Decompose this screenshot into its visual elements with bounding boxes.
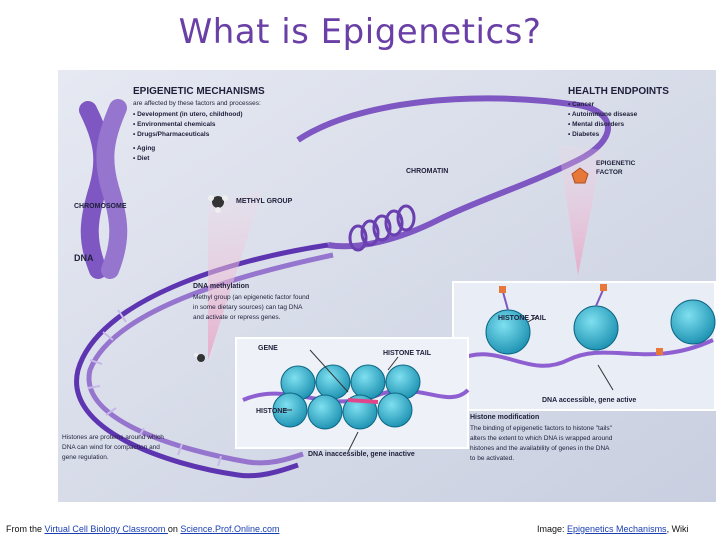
health-heading: HEALTH ENDPOINTS (568, 86, 669, 97)
source-prefix: From the (6, 524, 45, 534)
dna-inaccessible-label: DNA inaccessible, gene inactive (308, 451, 415, 458)
image-credit-prefix: Image: (537, 524, 568, 534)
mechanisms-intro: are affected by these factors and proces… (133, 100, 261, 107)
epigenetics-mechanisms-link[interactable]: Epigenetics Mechanisms (567, 524, 667, 534)
virtual-classroom-link[interactable]: Virtual Cell Biology Classroom (44, 524, 168, 534)
histone-mod-heading: Histone modification (470, 414, 539, 421)
histone-mod-line-4: to be activated. (470, 455, 514, 462)
gene-label: GENE (258, 345, 278, 352)
chromosome-label: CHROMOSOME (74, 203, 127, 210)
health-item-3: • Mental disorders (568, 121, 624, 128)
source-mid: on (167, 524, 181, 534)
histones-note-line-2: DNA can wind for compaction and (62, 444, 160, 451)
health-item-1: • Cancer (568, 101, 595, 108)
chromosome-shape (79, 99, 128, 279)
mechanisms-heading: EPIGENETIC MECHANISMS (133, 86, 265, 97)
epigenetics-figure: EPIGENETIC MECHANISMS are affected by th… (58, 70, 716, 502)
scienceprofonline-link[interactable]: Science.Prof.Online.com (180, 524, 280, 534)
histone-tail-label-right: HISTONE TAIL (498, 315, 547, 322)
image-credit-suffix: , Wiki (666, 524, 689, 534)
mechanism-item-2: • Environmental chemicals (133, 121, 216, 128)
histone-modification-panel (452, 281, 716, 411)
epigenetics-illustration: EPIGENETIC MECHANISMS are affected by th… (58, 70, 716, 502)
health-item-2: • Autoimmune disease (568, 111, 638, 118)
dna-methylation-line-2: in some dietary sources) can tag DNA (193, 304, 303, 311)
image-credit: Image: Epigenetics Mechanisms, Wiki (537, 524, 689, 534)
methyl-group-icon (208, 195, 228, 213)
histones-note-line-3: gene regulation. (62, 454, 109, 461)
methylation-cone (208, 190, 263, 360)
slide-title: What is Epigenetics? (178, 12, 542, 52)
dna-methylation-line-1: Methyl group (an epigenetic factor found (193, 294, 310, 301)
dna-methylation-line-3: and activate or repress genes. (193, 314, 281, 321)
mechanism-item-3: • Drugs/Pharmaceuticals (133, 131, 210, 138)
chromatin-coil (348, 204, 416, 252)
epigenetic-factor-label-1: EPIGENETIC (596, 160, 636, 167)
histone-panel (235, 337, 470, 453)
methyl-group-label: METHYL GROUP (236, 198, 293, 205)
dna-label: DNA (74, 253, 94, 263)
histone-mod-line-2: alters the extent to which DNA is wrappe… (470, 435, 613, 442)
histones-note-line-1: Histones are proteins around which (62, 434, 164, 441)
source-credit: From the Virtual Cell Biology Classroom … (6, 524, 279, 534)
epigenetic-factor-icon (571, 167, 589, 184)
epigenetic-factor-cone (558, 145, 603, 275)
dna-accessible-label: DNA accessible, gene active (542, 397, 636, 404)
histone-mod-line-3: histones and the availability of genes i… (470, 445, 610, 452)
dna-rungs (87, 309, 222, 467)
health-item-4: • Diabetes (568, 131, 600, 138)
methyl-on-dna-icon (194, 353, 205, 362)
mechanism-item-4: • Aging (133, 145, 155, 152)
epigenetic-factor-label-2: FACTOR (596, 169, 623, 176)
histone-label: HISTONE (256, 408, 287, 415)
mechanism-item-5: • Diet (133, 155, 150, 162)
histone-mod-line-1: The binding of epigenetic factors to his… (470, 425, 613, 432)
dna-methylation-heading: DNA methylation (193, 283, 249, 290)
mechanism-item-1: • Development (in utero, childhood) (133, 111, 243, 118)
chromatin-label: CHROMATIN (406, 168, 448, 175)
histone-tail-label-mid: HISTONE TAIL (383, 350, 432, 357)
